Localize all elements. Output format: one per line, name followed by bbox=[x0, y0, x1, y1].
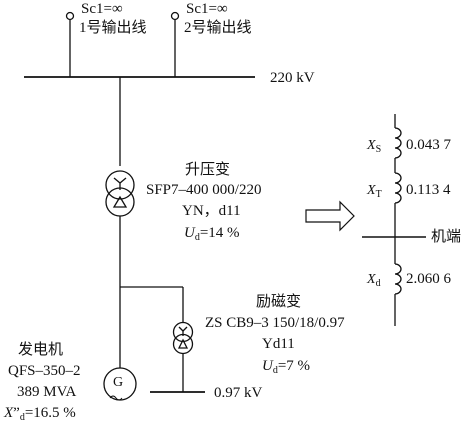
excitation-ud-value: =7 % bbox=[277, 358, 311, 374]
reactance-xs-coil bbox=[394, 127, 402, 159]
excitation-transformer-symbol bbox=[172, 321, 194, 355]
generator-tilde bbox=[109, 395, 123, 401]
feeder-1-line bbox=[65, 11, 75, 77]
xs-sub: S bbox=[375, 144, 382, 155]
xd-value: 2.060 6 bbox=[406, 271, 451, 287]
generator-xd-value: =16.5 % bbox=[24, 405, 76, 421]
step-up-connection: YN，d11 bbox=[182, 203, 241, 219]
generator-xd: X”d=16.5 % bbox=[4, 406, 76, 423]
xd-sub: d bbox=[375, 278, 381, 289]
equivalent-arrow-icon bbox=[305, 200, 355, 232]
xt-value: 0.113 4 bbox=[406, 182, 451, 198]
feeder-1-name: 1号输出线 bbox=[79, 20, 147, 36]
bus-0.97kv-label: 0.97 kV bbox=[214, 385, 263, 401]
generator-xd-prime: ” bbox=[13, 405, 20, 421]
generator-xd-symbol: X bbox=[4, 405, 14, 421]
reactance-xd-coil bbox=[394, 263, 402, 295]
xd-label: Xd bbox=[367, 273, 381, 289]
terminal-label: 机端 bbox=[431, 229, 462, 245]
step-up-ud-value: =14 % bbox=[199, 225, 240, 241]
step-up-ud: Ud=14 % bbox=[184, 226, 240, 243]
xt-sub: T bbox=[375, 189, 382, 200]
bus-220kv-label: 220 kV bbox=[270, 70, 315, 86]
xt-symbol: X bbox=[367, 183, 376, 198]
excitation-ud: Ud=7 % bbox=[262, 359, 310, 376]
generator-letter: G bbox=[113, 375, 124, 390]
reactance-xt-coil bbox=[394, 172, 402, 204]
xs-symbol: X bbox=[367, 138, 376, 153]
step-up-title: 升压变 bbox=[185, 162, 231, 178]
xs-value: 0.043 7 bbox=[406, 137, 451, 153]
step-up-transformer-symbol bbox=[105, 170, 135, 217]
feeder-2-sc: Sc1=∞ bbox=[186, 1, 228, 17]
generator-rating: 389 MVA bbox=[17, 384, 77, 400]
xt-label: XT bbox=[367, 184, 382, 200]
xs-label: XS bbox=[367, 139, 381, 155]
excitation-model: ZS CB9–3 150/18/0.97 bbox=[205, 315, 345, 331]
generator-model: QFS–350–2 bbox=[8, 363, 81, 379]
excitation-title: 励磁变 bbox=[256, 294, 302, 310]
step-up-ud-symbol: U bbox=[184, 225, 195, 241]
excitation-ud-symbol: U bbox=[262, 358, 273, 374]
step-up-model: SFP7–400 000/220 bbox=[146, 182, 262, 198]
feeder-2-name: 2号输出线 bbox=[184, 20, 252, 36]
feeder-2-line bbox=[170, 11, 180, 77]
generator-title: 发电机 bbox=[18, 342, 64, 358]
xd-symbol: X bbox=[367, 272, 376, 287]
excitation-connection: Yd11 bbox=[262, 336, 295, 352]
excitation-ud-sub: d bbox=[272, 365, 278, 376]
generator-xd-sub: d bbox=[19, 412, 25, 423]
feeder-1-sc: Sc1=∞ bbox=[81, 1, 123, 17]
step-up-ud-sub: d bbox=[194, 232, 200, 243]
